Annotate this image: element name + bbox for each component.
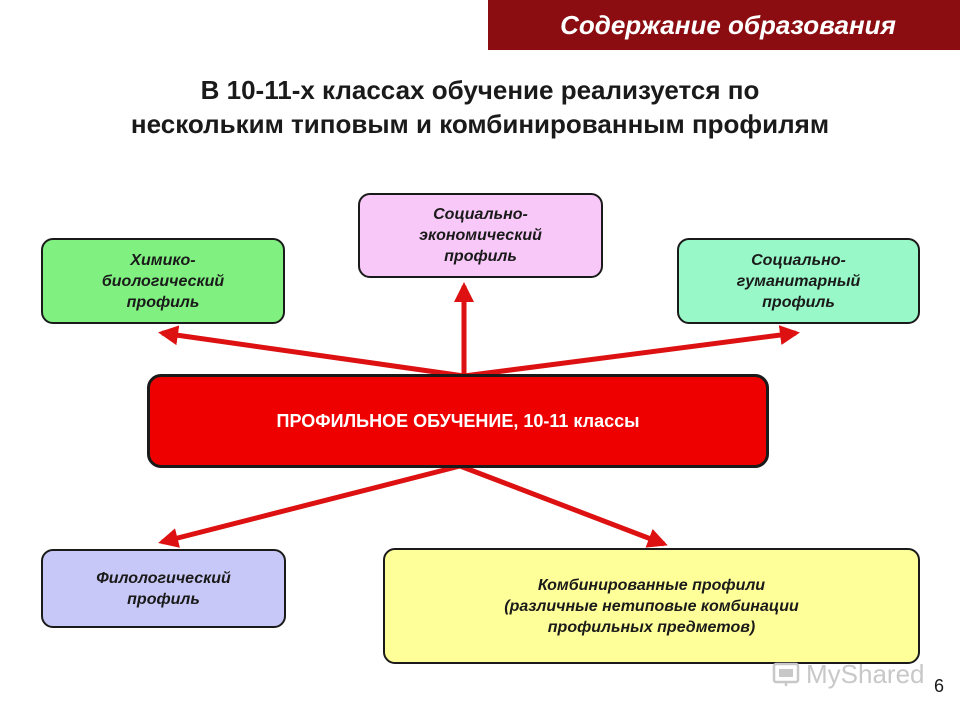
section-banner: Содержание образования [488,0,960,50]
heading-line-1: В 10-11-х классах обучение реализуется п… [200,75,760,105]
profile-label-line: профиль [126,293,200,311]
profile-label-line: профиль [444,248,517,265]
arrow-to-himbio [158,325,465,379]
profile-label-line: профиль [762,293,835,311]
arrow-to-comb [459,463,668,548]
profile-box-socio-humanitarian: Социально- гуманитарный профиль [677,238,920,324]
profile-box-philology: Филологический профиль [41,549,286,628]
profile-box-socio-economic: Социально- экономический профиль [358,193,603,278]
central-profile-box: ПРОФИЛЬНОЕ ОБУЧЕНИЕ, 10-11 классы [147,374,769,468]
profile-label-line: экономический [419,227,542,244]
profile-label-line: Социально- [433,206,528,223]
profile-box-chem-bio: Химико- биологический профиль [41,238,285,324]
section-title: Содержание образования [560,9,896,40]
slide-heading: В 10-11-х классах обучение реализуется п… [40,73,920,141]
page-number: 6 [934,676,945,696]
profile-label-line: Филологический [96,569,231,587]
profile-label-line: Комбинированные профили [537,576,766,594]
central-label: ПРОФИЛЬНОЕ ОБУЧЕНИЕ, 10-11 классы [276,410,640,431]
profile-label-line: Социально- [751,251,846,269]
profile-box-combined: Комбинированные профили (различные нетип… [383,548,920,664]
arrow-to-filol [158,463,461,548]
profile-label-line: профиль [127,590,200,608]
profile-label-line: биологический [101,272,225,290]
profile-label-line: (различные нетиповые комбинации [504,597,799,615]
watermark-logo: MyShared [772,654,928,694]
profile-label-line: профильных предметов) [547,618,756,636]
myshared-logo-icon [772,662,800,686]
watermark-text: MyShared [806,658,925,689]
profile-label-line: Химико- [130,251,196,269]
heading-line-2: нескольким типовым и комбинированным про… [130,109,830,139]
profile-label-line: гуманитарный [736,272,861,290]
arrow-to-socgum [463,325,800,379]
